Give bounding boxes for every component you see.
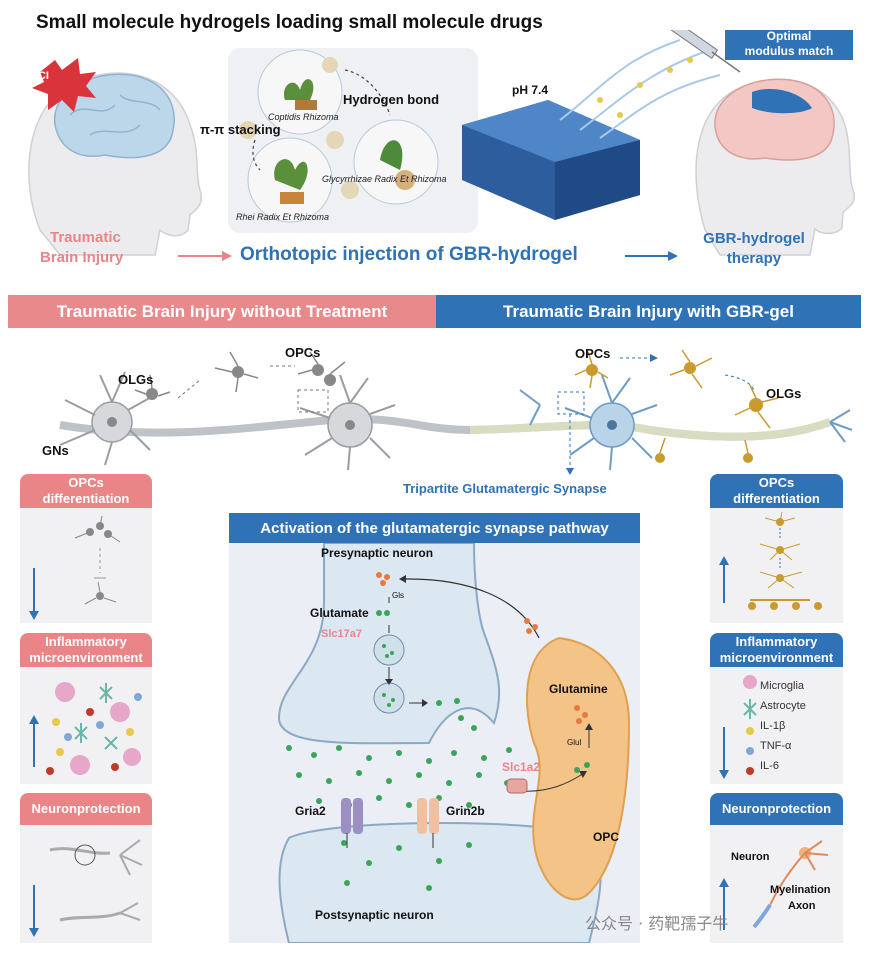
hydrogel-block bbox=[462, 39, 721, 220]
hydrogen-bond-label: Hydrogen bond bbox=[343, 92, 439, 107]
legend-astrocyte: Astrocyte bbox=[760, 700, 806, 712]
right-legend: Microglia Astrocyte IL-1β TNF-α IL-6 bbox=[760, 676, 806, 776]
legend-tnfa: TNF-α bbox=[760, 740, 792, 752]
glycyrrhizae-label: Glycyrrhizae Radix Et Rhizoma bbox=[322, 174, 447, 184]
olgs-left-label: OLGs bbox=[118, 372, 153, 387]
axon-label: Axon bbox=[788, 900, 816, 912]
bar-with-gbr-gel: Traumatic Brain Injury with GBR-gel bbox=[436, 295, 861, 328]
il6-icon bbox=[746, 767, 754, 775]
opc-label: OPC bbox=[593, 830, 620, 844]
il1b-icon bbox=[746, 727, 754, 735]
orthotopic-label: Orthotopic injection of GBR-hydrogel bbox=[240, 244, 578, 265]
myelination-label: Myelination bbox=[770, 884, 831, 896]
astrocyte-icon bbox=[743, 699, 757, 719]
left-opcs-diff-body bbox=[20, 508, 152, 623]
left-head-illustration bbox=[28, 58, 202, 256]
optimal-box bbox=[725, 30, 853, 60]
olgs-right-label: OLGs bbox=[766, 386, 801, 401]
tnfa-icon bbox=[746, 747, 754, 755]
right-opcs-diff-body bbox=[710, 508, 843, 623]
optimal-label-1: Optimal bbox=[767, 30, 812, 43]
left-neuroprotection-body bbox=[20, 825, 152, 943]
postsynaptic-label: Postsynaptic neuron bbox=[315, 908, 434, 922]
rhei-label: Rhei Radix Et Rhizoma bbox=[236, 212, 329, 222]
pi-stacking-label: π-π stacking bbox=[200, 122, 281, 137]
right-neuroprotection-head: Neuronprotection bbox=[710, 793, 843, 825]
slc1a2-label: Slc1a2 bbox=[502, 760, 541, 774]
neuron-middle bbox=[299, 374, 396, 471]
glutamine-dots bbox=[376, 572, 588, 724]
tripartite-label: Tripartite Glutamatergic Synapse bbox=[403, 481, 607, 496]
herb-panel bbox=[228, 48, 478, 233]
ph-label: pH 7.4 bbox=[512, 83, 548, 97]
gns-label: GNs bbox=[42, 443, 69, 458]
figure-title: Small molecule hydrogels loading small m… bbox=[36, 12, 543, 33]
left-opcs-diff-head: OPCs differentiation bbox=[20, 474, 152, 508]
gls-label: Gls bbox=[392, 591, 404, 600]
right-neuroprotection-body bbox=[710, 825, 843, 943]
left-inflammatory-body bbox=[20, 667, 152, 784]
optimal-label-2: modulus match bbox=[745, 44, 834, 58]
right-opcs-diff-head: OPCs differentiation bbox=[710, 474, 843, 508]
opcs-right-label: OPCs bbox=[575, 346, 610, 361]
gria2-label: Gria2 bbox=[295, 804, 326, 818]
bar-without-treatment: Traumatic Brain Injury without Treatment bbox=[8, 295, 436, 328]
syringe-icon bbox=[661, 30, 741, 73]
legend-il6: IL-6 bbox=[760, 760, 779, 772]
coptidis-label: Coptidis Rhizoma bbox=[268, 112, 339, 122]
presynaptic-label: Presynaptic neuron bbox=[321, 546, 434, 560]
left-inflammatory-head: Inflammatory microenvironment bbox=[20, 633, 152, 667]
glutamate-dots bbox=[286, 610, 590, 891]
glutamate-label: Glutamate bbox=[310, 606, 369, 620]
microglia-icon bbox=[743, 675, 757, 689]
watermark: 公众号 · 药靶孺子牛 bbox=[585, 914, 729, 933]
slc17a7-label: Slc17a7 bbox=[321, 628, 362, 640]
grin2b-label: Grin2b bbox=[446, 804, 485, 818]
glul-label: Glul bbox=[567, 738, 582, 747]
center-panel-body bbox=[229, 542, 640, 944]
tbi-label-2: Brain Injury bbox=[40, 249, 124, 266]
synapse-illustration bbox=[277, 542, 631, 944]
center-panel-head: Activation of the glutamatergic synapse … bbox=[229, 513, 640, 543]
right-head-illustration bbox=[695, 78, 855, 256]
neuron-left bbox=[59, 371, 156, 466]
tbi-label-1: Traumatic bbox=[50, 229, 121, 246]
neuron-right bbox=[519, 374, 853, 471]
opcs-left-label: OPCs bbox=[285, 345, 320, 360]
cci-badge: CCI bbox=[30, 70, 49, 82]
top-illustration: CCI Traumatic Brain Injury Hydrogen bond… bbox=[28, 30, 855, 267]
right-inflammatory-head: Inflammatory microenvironment bbox=[710, 633, 843, 667]
therapy-label-2: therapy bbox=[727, 250, 782, 267]
right-inflammatory-body bbox=[710, 667, 843, 784]
neuron-illustration: OLGs OPCs GNs OPCs OLGs bbox=[42, 345, 853, 475]
glutamine-label: Glutamine bbox=[549, 682, 608, 696]
therapy-label-1: GBR-hydrogel bbox=[703, 230, 805, 247]
legend-microglia: Microglia bbox=[760, 680, 805, 692]
left-neuroprotection-head: Neuronprotection bbox=[20, 793, 152, 825]
neuron-label: Neuron bbox=[731, 851, 770, 863]
legend-il1b: IL-1β bbox=[760, 720, 786, 732]
